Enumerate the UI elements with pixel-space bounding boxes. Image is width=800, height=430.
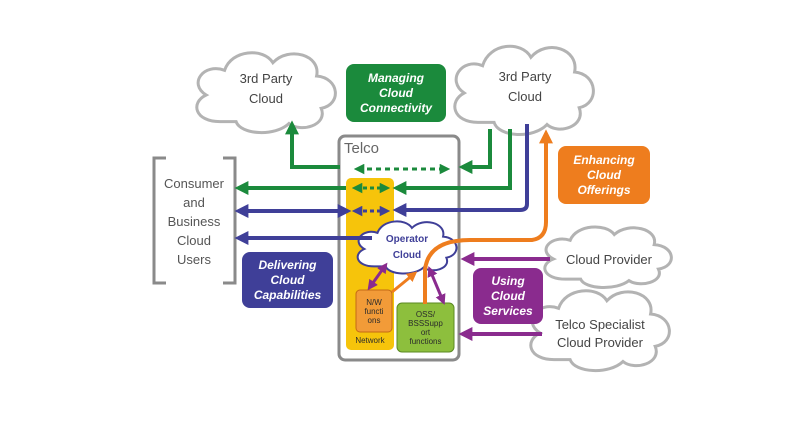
- enhancing-cloud-offerings-text: Enhancing Cloud Offerings: [573, 152, 635, 197]
- green-arrow-right-cloud-to-telco: [458, 129, 492, 174]
- telco-specialist-cloud-label: Telco Specialist Cloud Provider: [555, 317, 645, 350]
- users-bracket-right: [223, 156, 237, 285]
- network-label: Network: [355, 335, 385, 345]
- cloud-shape-right-third-party: [455, 46, 594, 134]
- orange-arrow-nw-to-operator: [391, 271, 418, 294]
- orange-arrow-to-right-cloud: [423, 129, 553, 304]
- delivering-cloud-capabilities-badge: Delivering Cloud Capabilities: [242, 252, 333, 308]
- nw-functions-label: N/W functi ons: [364, 297, 384, 325]
- oss-bss-label: OSS/ BSSSupp ort functions: [408, 309, 443, 346]
- using-cloud-services-text: Using Cloud Services: [483, 273, 533, 318]
- cloud-provider-label: Cloud Provider: [566, 252, 652, 267]
- managing-cloud-connectivity-text: Managing Cloud Connectivity: [359, 70, 432, 115]
- delivering-cloud-capabilities-text: Delivering Cloud Capabilities: [253, 257, 322, 302]
- green-arrow-to-left-cloud: [285, 120, 340, 169]
- right-third-party-cloud-label: 3rd Party Cloud: [498, 69, 552, 104]
- left-third-party-cloud-label: 3rd Party Cloud: [239, 71, 293, 106]
- cloud-shape-telco-specialist: [531, 291, 670, 371]
- purple-arrow-nw-operator: [367, 262, 388, 291]
- consumer-business-cloud-users-label: Consumer and Business Cloud Users: [164, 175, 224, 267]
- users-bracket-left: [152, 156, 166, 285]
- using-cloud-services-badge: Using Cloud Services: [473, 268, 543, 324]
- enhancing-cloud-offerings-badge: Enhancing Cloud Offerings: [558, 146, 650, 204]
- green-arrow-right-cloud-to-network: [392, 129, 512, 195]
- telco-title: Telco: [344, 139, 380, 157]
- purple-arrow-operator-oss: [427, 266, 446, 305]
- cloud-shape-cloud-provider: [545, 227, 672, 288]
- blue-arrow-right-cloud-to-network: [392, 124, 529, 217]
- operator-cloud-label: Operator Cloud: [385, 234, 429, 261]
- managing-cloud-connectivity-badge: Managing Cloud Connectivity: [346, 64, 446, 122]
